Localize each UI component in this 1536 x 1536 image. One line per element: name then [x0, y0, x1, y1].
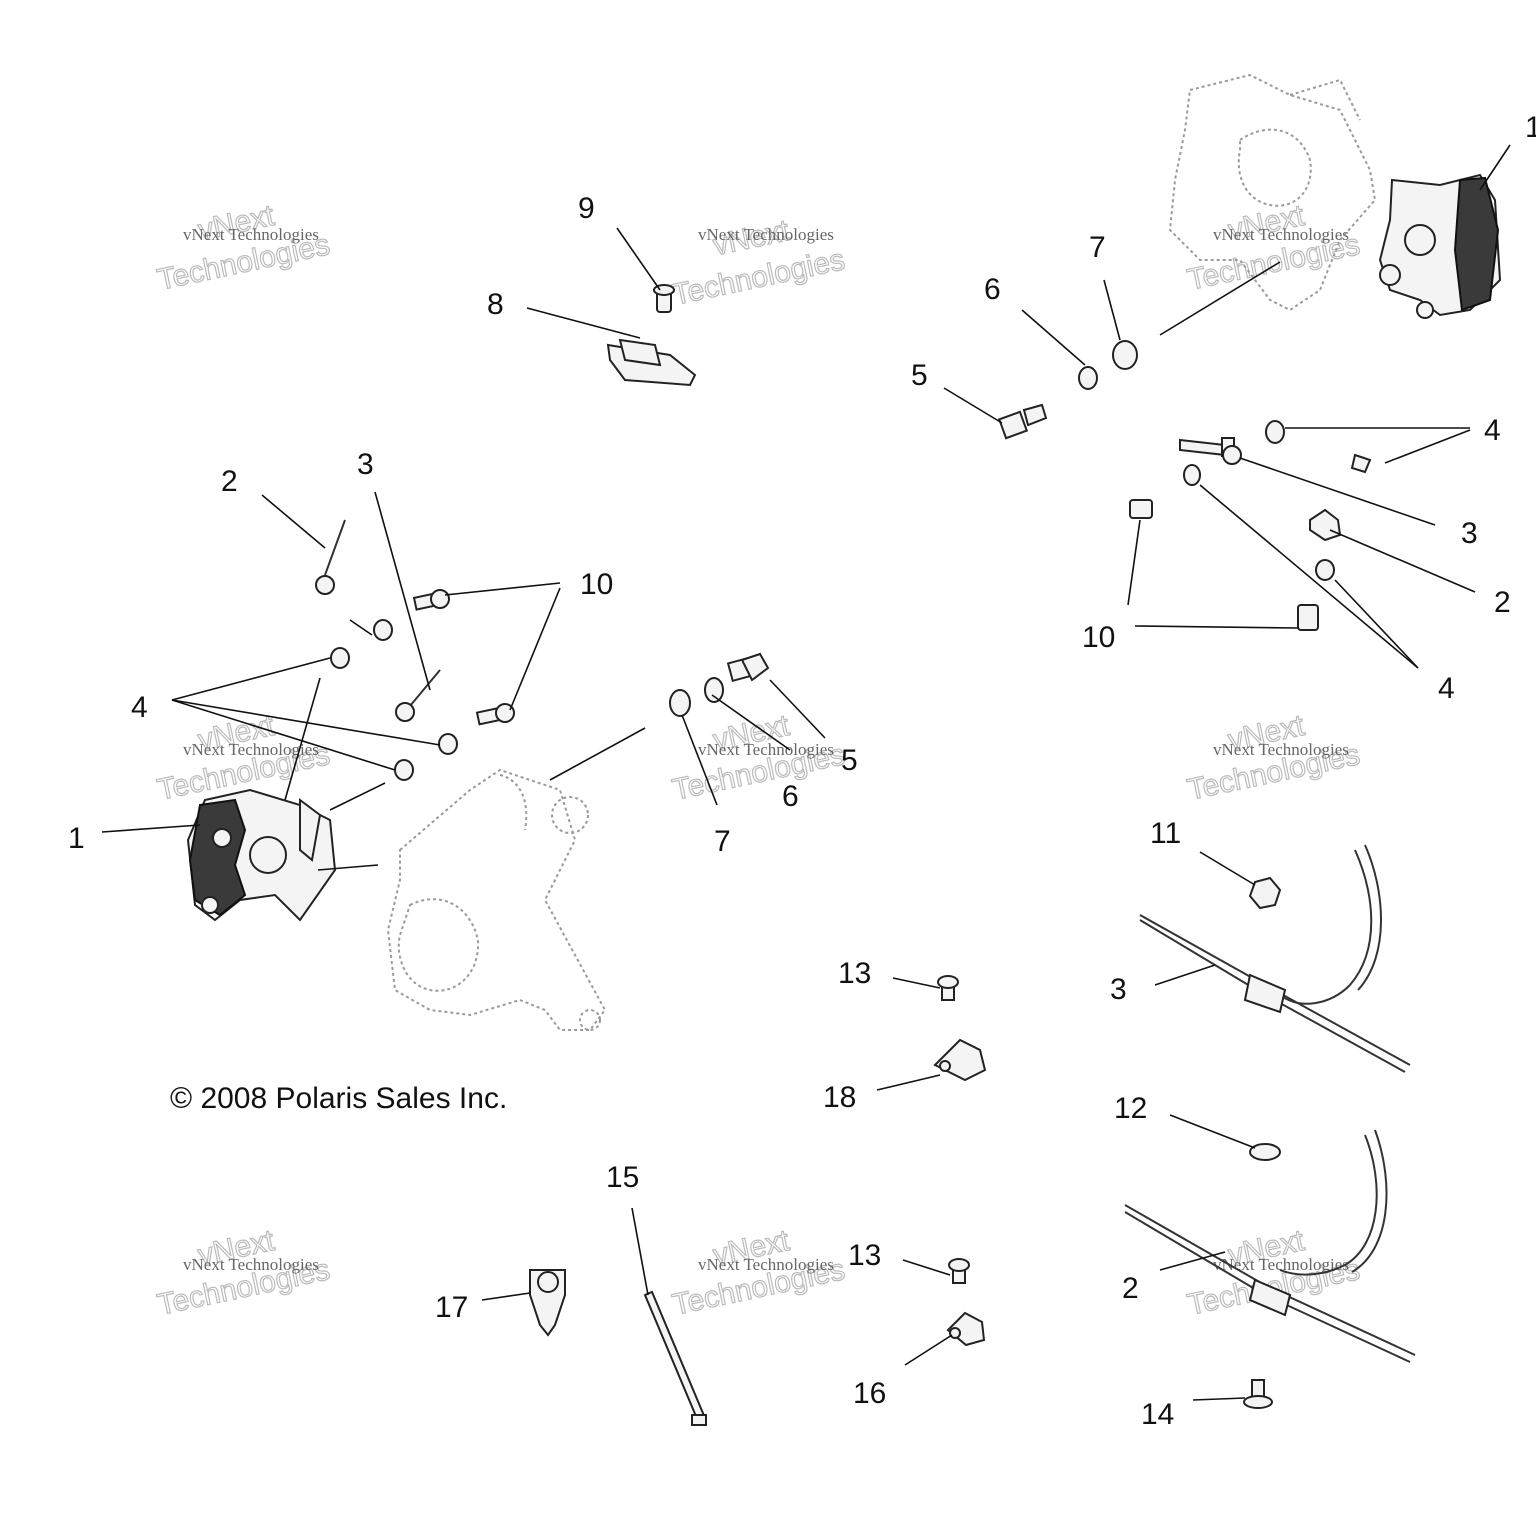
leader-lines: [101, 144, 1511, 1401]
callout-9: 9: [578, 192, 595, 225]
callout-4: 4: [1484, 414, 1501, 447]
callout-14: 14: [1141, 1398, 1174, 1431]
watermark: vNext Technologies vNext Technologies: [154, 198, 333, 297]
watermark: vNext Technologies vNext Technologies: [1184, 198, 1363, 297]
watermark: vNext Technologies vNext Technologies: [154, 708, 333, 807]
svg-text:vNext Technologies: vNext Technologies: [1213, 1255, 1349, 1274]
callout-7: 7: [714, 825, 731, 858]
callout-13: 13: [848, 1239, 881, 1272]
watermark: vNext Technologies vNext Technologies: [1184, 708, 1363, 807]
callout-18: 18: [823, 1081, 856, 1114]
svg-text:vNext Technologies: vNext Technologies: [183, 225, 319, 244]
nut-11: [1248, 876, 1282, 910]
svg-text:vNext Technologies: vNext Technologies: [698, 1255, 834, 1274]
svg-text:vNext Technologies: vNext Technologies: [698, 740, 834, 759]
clamp-18: [933, 1038, 987, 1082]
banjo-fitting-2-left: [315, 519, 346, 595]
callout-11: 11: [1150, 817, 1181, 850]
bolt-14: [1243, 1379, 1273, 1409]
push-clip-17: [529, 1269, 566, 1337]
svg-text:vNext Technologies: vNext Technologies: [183, 1255, 319, 1274]
watermark: vNext Technologies vNext Technologies: [669, 708, 848, 807]
screw-13-top: [937, 975, 959, 1001]
screw-13-bottom: [948, 1258, 970, 1284]
callout-6: 6: [984, 273, 1001, 306]
callout-labels: 9 8 2 3 10 4 1 5 6 7 6 7 5 1 4 3 2 10 4 …: [68, 111, 1536, 1431]
knuckle-left-ghost: [386, 768, 607, 1031]
brake-line-2-assembly: [1124, 1129, 1416, 1363]
callout-3: 3: [357, 448, 374, 481]
bolts-10-left: [412, 589, 515, 726]
callout-12: 12: [1114, 1092, 1147, 1125]
callout-2: 2: [221, 465, 238, 498]
callout-3: 3: [1461, 517, 1478, 550]
bolt-9: [653, 284, 675, 313]
callout-5: 5: [911, 359, 928, 392]
callout-17: 17: [435, 1291, 468, 1324]
washers-6-7-bolt-5-middle: [669, 652, 770, 717]
callout-13: 13: [838, 957, 871, 990]
washers-6-7-bolt-5-right: [997, 340, 1138, 440]
clamp-16: [946, 1311, 986, 1347]
copyright-text: © 2008 Polaris Sales Inc.: [170, 1082, 507, 1115]
callout-1: 1: [1525, 111, 1536, 144]
callout-10: 10: [580, 568, 613, 601]
callout-4: 4: [1438, 672, 1455, 705]
banjo-fitting-3-left: [395, 669, 441, 722]
callout-2: 2: [1122, 1272, 1139, 1305]
brake-line-3-assembly: [1139, 844, 1411, 1073]
brake-caliper-right: [1378, 173, 1502, 319]
cable-tie-15: [643, 1290, 707, 1426]
callout-8: 8: [487, 288, 504, 321]
bracket-8: [606, 338, 697, 387]
svg-text:vNext Technologies: vNext Technologies: [1213, 225, 1349, 244]
callout-3: 3: [1110, 973, 1127, 1006]
washer-12: [1249, 1143, 1281, 1161]
callout-15: 15: [606, 1161, 639, 1194]
watermark: vNext Technologies vNext Technologies: [154, 1223, 333, 1322]
callout-7: 7: [1089, 231, 1106, 264]
callout-2: 2: [1494, 586, 1511, 619]
callout-4: 4: [131, 691, 148, 724]
watermark: vNext Technologies vNext Technologies: [669, 1223, 848, 1322]
callout-6: 6: [782, 780, 799, 813]
fittings-right: [1129, 420, 1372, 631]
brake-caliper-left: [186, 788, 337, 922]
callout-1: 1: [68, 822, 85, 855]
knuckle-right-ghost: [1168, 73, 1377, 312]
callout-5: 5: [841, 744, 858, 777]
callout-16: 16: [853, 1377, 886, 1410]
svg-text:vNext Technologies: vNext Technologies: [183, 740, 319, 759]
svg-text:vNext Technologies: vNext Technologies: [698, 225, 834, 244]
callout-10: 10: [1082, 621, 1115, 654]
watermark: vNext Technologies vNext Technologies: [669, 213, 848, 312]
svg-text:vNext Technologies: vNext Technologies: [1213, 740, 1349, 759]
